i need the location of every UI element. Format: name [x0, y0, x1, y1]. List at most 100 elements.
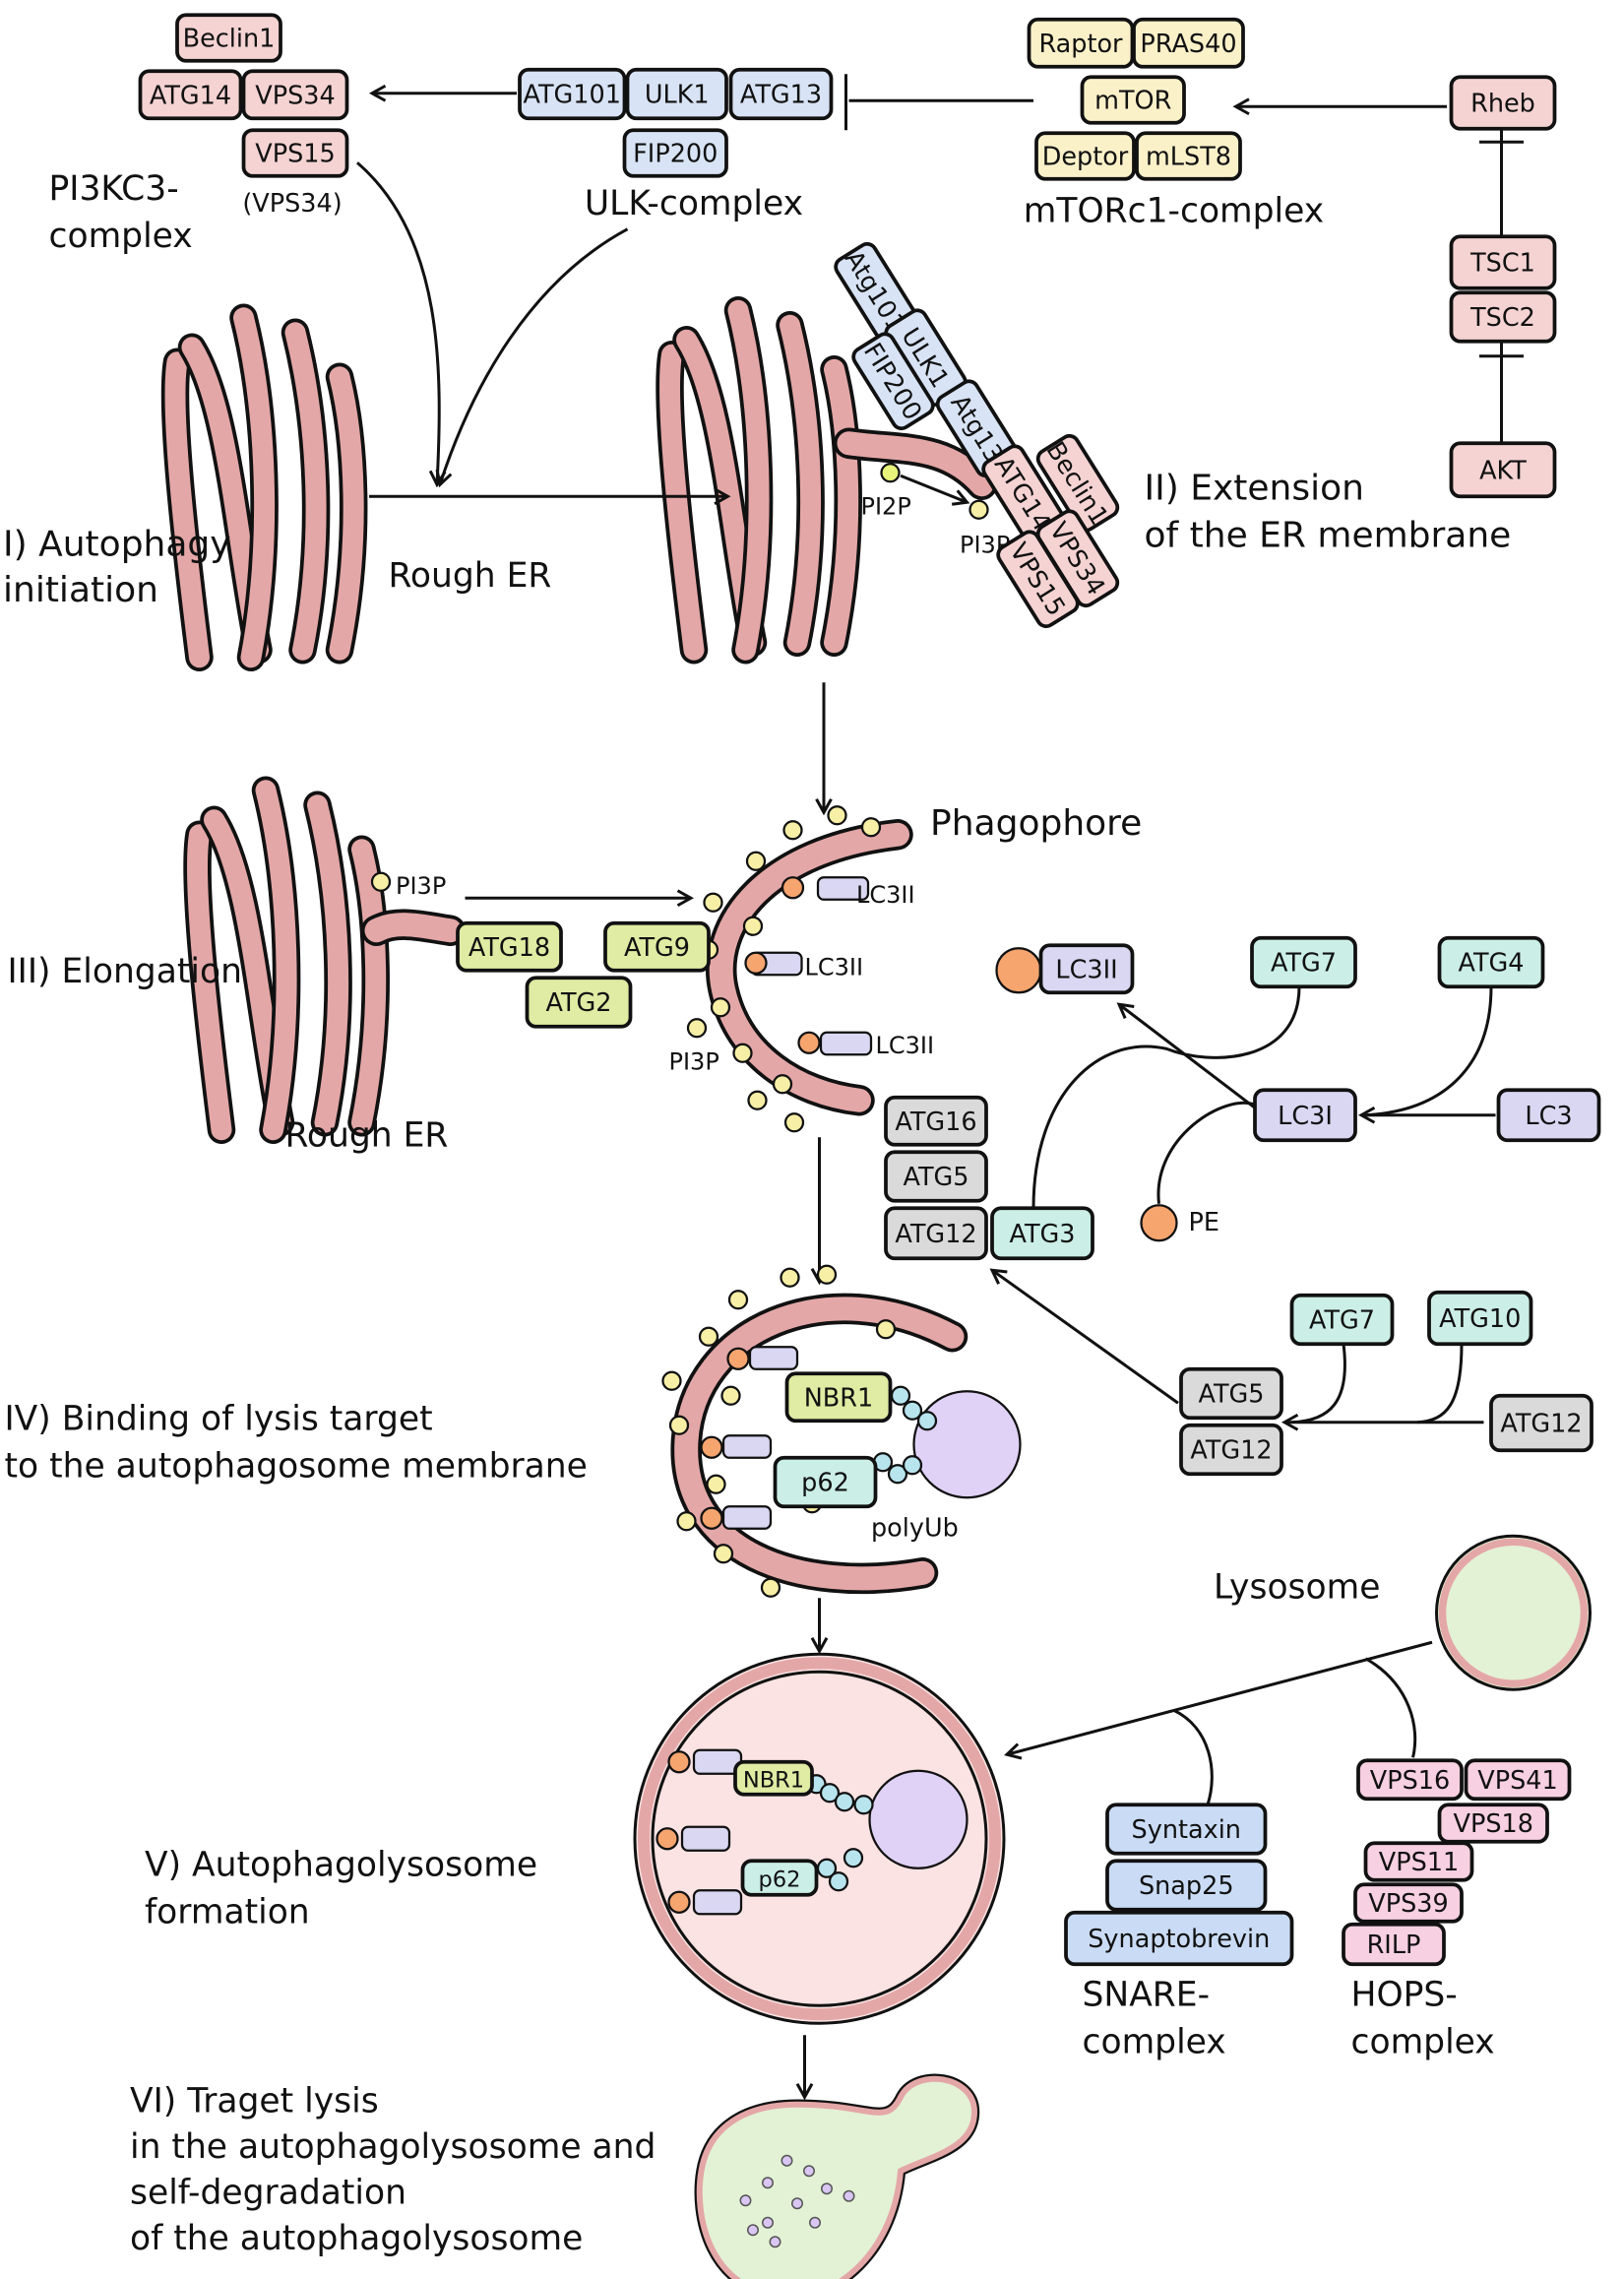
pi3p-dot	[816, 1264, 838, 1285]
protein-label: Syntaxin	[1132, 1815, 1241, 1845]
protein-label: VPS11	[1379, 1848, 1459, 1877]
ubiquitin-bead	[828, 1871, 849, 1892]
protein-p62-a: p62	[773, 1455, 878, 1509]
pi3p-dot	[760, 1577, 781, 1598]
protein-atg12-b: ATG12	[1179, 1423, 1283, 1477]
protein-label: ATG12	[1500, 1410, 1582, 1439]
protein-box	[733, 1759, 814, 1797]
pi3p-dot	[698, 1326, 719, 1347]
pi3p-dot	[742, 916, 764, 936]
label-hops-1: HOPS-	[1351, 1975, 1458, 2014]
protein-label: ATG7	[1309, 1306, 1375, 1336]
pi3p-dot	[713, 1544, 734, 1564]
label-lc3ii-2: LC3II	[805, 953, 864, 981]
phagophore-membrane	[709, 822, 909, 1112]
protein-vps15: VPS15	[241, 128, 349, 178]
protein-box	[175, 13, 282, 63]
label-lysosome: Lysosome	[1214, 1567, 1380, 1607]
protein-box	[884, 1095, 988, 1147]
pe-curve	[1156, 1101, 1256, 1204]
label-stage6-1: VI) Traget lysis	[130, 2081, 379, 2121]
protein-label: p62	[759, 1868, 801, 1893]
protein-atg101: ATG101	[518, 67, 627, 121]
protein-box	[740, 1859, 819, 1897]
lc3ii-marker	[721, 1434, 773, 1459]
pi3p-dot	[783, 1112, 805, 1133]
protein-lc3: LC3	[1496, 1088, 1601, 1143]
protein-box	[1353, 1882, 1464, 1924]
protein-box	[1035, 433, 1120, 533]
protein-box	[773, 1455, 878, 1509]
lipid-anchor	[700, 1435, 723, 1459]
protein-label: FIP200	[633, 140, 718, 169]
lipid-anchor	[744, 951, 768, 975]
protein-box	[1449, 75, 1557, 131]
cargo	[868, 1769, 968, 1869]
rough-er-1-cisterna	[164, 351, 210, 668]
lc3ii-marker	[721, 1505, 773, 1530]
protein-label: VPS18	[1454, 1809, 1533, 1839]
label-mtor-complex: mTORc1-complex	[1024, 191, 1324, 230]
label-pe: PE	[1189, 1208, 1220, 1237]
protein-label: ATG7	[1271, 949, 1337, 979]
protein-label: ATG4	[1458, 949, 1524, 979]
protein-label: ATG101	[524, 81, 621, 110]
label-stage2-1: II) Extension	[1145, 468, 1364, 508]
label-ulk-complex: ULK-complex	[585, 184, 803, 223]
protein-atg2: ATG2	[525, 976, 633, 1029]
protein-atg16: ATG16	[884, 1095, 988, 1147]
rough-er-2-cisterna	[659, 344, 705, 661]
pi3p-dot	[370, 871, 392, 892]
protein-label: Synaptobrevin	[1088, 1925, 1270, 1954]
membranes-and-arrows	[160, 74, 1592, 2279]
degrading-vesicle	[696, 2075, 978, 2279]
autophagolysosome-membrane	[638, 1657, 1001, 2021]
cargo	[912, 1390, 1022, 1499]
autophagosome-membrane	[674, 1297, 965, 1591]
protein-vps41: VPS41	[1464, 1758, 1572, 1802]
protein-box	[1038, 943, 1135, 995]
lipid-anchor	[667, 1890, 691, 1914]
protein-box	[456, 920, 563, 973]
protein-nbr1-b: NBR1	[733, 1759, 814, 1797]
protein-label: ATG14	[150, 81, 231, 110]
protein-box	[728, 67, 834, 121]
protein-label: mLST8	[1146, 143, 1231, 172]
label-snare-1: SNARE-	[1083, 1975, 1211, 2014]
pi3p-dot	[661, 1370, 682, 1391]
protein-lc3i: LC3I	[1253, 1088, 1357, 1143]
protein-box	[241, 128, 349, 178]
hops-branch	[1364, 1657, 1417, 1758]
protein-label: VPS41	[1477, 1766, 1557, 1796]
protein-synaptobrevin: Synaptobrevin	[1064, 1910, 1294, 1967]
rough-er-2-cisterna	[727, 299, 770, 661]
label-stage4-2: to the autophagosome membrane	[5, 1446, 588, 1486]
ubiquitin-bead	[853, 1795, 874, 1815]
protein-atg9: ATG9	[603, 920, 711, 973]
protein-ulk1: ULK1	[625, 67, 728, 121]
degradation-fragment	[747, 2224, 759, 2237]
protein-label: TSC1	[1469, 249, 1535, 279]
protein-label: ATG10	[1439, 1304, 1521, 1334]
protein-label: ATG13	[740, 81, 822, 110]
lipid-anchor	[667, 1750, 691, 1774]
label-stage5-1: V) Autophagolysosome	[145, 1845, 537, 1884]
protein-box	[1289, 1293, 1395, 1347]
protein-label: Beclin1	[183, 25, 276, 54]
label-lc3ii-3: LC3II	[876, 1032, 935, 1059]
degradation-fragment	[762, 2177, 774, 2189]
protein-label: VPS16	[1370, 1766, 1450, 1796]
protein-label: ATG5	[903, 1163, 968, 1192]
pi3p-dot	[875, 1319, 897, 1340]
protein-label: ATG5	[1198, 1380, 1264, 1410]
protein-box	[1064, 1910, 1294, 1967]
rough-er-1-cisterna	[284, 322, 327, 661]
lysosome-membrane	[1438, 1538, 1589, 1687]
lc3ii-marker	[816, 876, 870, 901]
rough-er-2-cisterna	[780, 314, 822, 654]
protein-rheb: Rheb	[1449, 75, 1557, 131]
protein-box	[241, 69, 349, 121]
protein-label: PRAS40	[1140, 30, 1236, 59]
